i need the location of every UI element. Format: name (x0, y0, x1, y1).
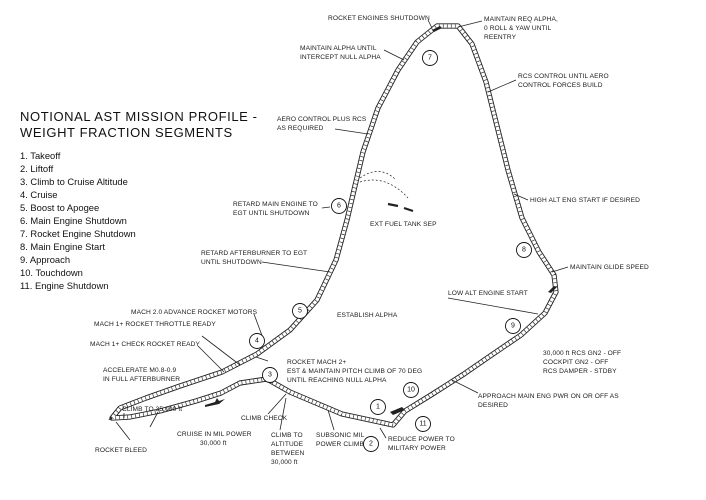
label-accelerate: ACCELERATE M0.8-0.9 (103, 367, 176, 374)
aircraft-icon (205, 26, 557, 415)
segment-item: 4. Cruise (20, 189, 58, 200)
label-climb-35000: CLIMB TO 35,000 ft (122, 406, 182, 413)
marker-4: 4 (249, 333, 265, 349)
segment-list: 1. Takeoff 2. Liftoff 3. Climb to Cruise… (20, 150, 136, 291)
label-retard-afterburner: RETARD AFTERBURNER TO EGT (201, 250, 307, 257)
label-maintain-alpha-until: MAINTAIN ALPHA UNTIL (300, 45, 377, 52)
label-aero-control: AS REQUIRED (277, 125, 324, 132)
label-accelerate: IN FULL AFTERBURNER (103, 376, 180, 383)
label-establish-alpha: ESTABLISH ALPHA (337, 312, 398, 319)
fuel-tank-separation-icon (359, 171, 414, 213)
label-rcs-gn2: 30,000 ft RCS GN2 - OFF (543, 350, 621, 357)
label-maintain-req-alpha: MAINTAIN REQ ALPHA, (484, 16, 558, 23)
label-rocket-mach2: UNTIL REACHING NULL ALPHA (287, 377, 387, 384)
label-rcs-control: CONTROL FORCES BUILD (518, 82, 603, 89)
segment-item: 6. Main Engine Shutdown (20, 215, 127, 226)
label-rcs-control: RCS CONTROL UNTIL AERO (518, 73, 609, 80)
label-climb-to-altitude: CLIMB TO (271, 432, 303, 439)
svg-text:6: 6 (337, 203, 341, 210)
segment-item: 9. Approach (20, 254, 70, 265)
label-subsonic-mil: SUBSONIC MIL (316, 432, 365, 439)
diagram-title-line2: WEIGHT FRACTION SEGMENTS (20, 125, 233, 140)
segment-item: 3. Climb to Cruise Altitude (20, 176, 128, 187)
label-rocket-engines-shutdown: ROCKET ENGINES SHUTDOWN (328, 15, 430, 22)
flight-path (108, 23, 559, 428)
label-retard-main-engine: EGT UNTIL SHUTDOWN (233, 210, 310, 217)
label-retard-afterburner: UNTIL SHUTDOWN (201, 259, 262, 266)
label-rcs-gn2: RCS DAMPER - STDBY (543, 368, 617, 375)
annotations: ROCKET ENGINES SHUTDOWN MAINTAIN REQ ALP… (90, 15, 649, 466)
marker-11: 11 (415, 416, 431, 432)
segment-item: 2. Liftoff (20, 163, 54, 174)
marker-2: 2 (363, 436, 379, 452)
marker-8: 8 (516, 242, 532, 258)
marker-10: 10 (403, 382, 419, 398)
segment-item: 8. Main Engine Start (20, 241, 105, 252)
label-mach1-throttle: MACH 1+ ROCKET THROTTLE READY (94, 321, 216, 328)
label-ext-fuel-tank-sep: EXT FUEL TANK SEP (370, 221, 437, 228)
label-climb-to-altitude: BETWEEN (271, 450, 304, 457)
svg-text:3: 3 (268, 372, 272, 379)
svg-text:5: 5 (298, 308, 302, 315)
label-rcs-gn2: COCKPIT GN2 - OFF (543, 359, 608, 366)
label-high-alt-eng-start: HIGH ALT ENG START IF DESIRED (530, 197, 640, 204)
label-climb-to-altitude: ALTITUDE (271, 441, 304, 448)
label-maintain-req-alpha: 0 ROLL & YAW UNTIL (484, 25, 552, 32)
svg-text:11: 11 (419, 421, 426, 428)
label-cruise-mil-power: 30,000 ft (200, 440, 227, 447)
marker-9: 9 (505, 318, 521, 334)
label-mach2-advance: MACH 2.0 ADVANCE ROCKET MOTORS (131, 309, 258, 316)
svg-text:10: 10 (407, 387, 415, 394)
leader-lines (115, 19, 569, 441)
marker-7: 7 (422, 50, 438, 66)
label-approach-main-eng: APPROACH MAIN ENG PWR ON OR OFF AS (478, 393, 619, 400)
segment-item: 10. Touchdown (20, 267, 83, 278)
label-maintain-req-alpha: REENTRY (484, 34, 517, 41)
label-retard-main-engine: RETARD MAIN ENGINE TO (233, 201, 318, 208)
label-maintain-alpha-until: INTERCEPT NULL ALPHA (300, 54, 381, 61)
label-climb-check: CLIMB CHECK (241, 415, 288, 422)
diagram-title-line1: NOTIONAL AST MISSION PROFILE - (20, 109, 258, 124)
marker-5: 5 (292, 303, 308, 319)
segment-item: 1. Takeoff (20, 150, 61, 161)
segment-markers: 1 2 3 4 5 6 7 8 9 10 11 (249, 50, 532, 452)
svg-text:4: 4 (255, 338, 259, 345)
label-mach1-check: MACH 1+ CHECK ROCKET READY (90, 341, 201, 348)
marker-1: 1 (370, 399, 386, 415)
label-cruise-mil-power: CRUISE IN MIL POWER (177, 431, 252, 438)
segment-item: 11. Engine Shutdown (20, 280, 108, 291)
marker-3: 3 (262, 367, 278, 383)
segment-item: 5. Boost to Apogee (20, 202, 99, 213)
label-low-alt-engine-start: LOW ALT ENGINE START (448, 290, 528, 297)
label-approach-main-eng: DESIRED (478, 402, 508, 409)
marker-6: 6 (331, 198, 347, 214)
label-maintain-glide-speed: MAINTAIN GLIDE SPEED (570, 264, 649, 271)
label-reduce-power: MILITARY POWER (388, 445, 446, 452)
label-aero-control: AERO CONTROL PLUS RCS (277, 116, 367, 123)
svg-text:8: 8 (522, 247, 526, 254)
segment-item: 7. Rocket Engine Shutdown (20, 228, 136, 239)
svg-text:2: 2 (369, 441, 373, 448)
svg-text:9: 9 (511, 323, 515, 330)
label-reduce-power: REDUCE POWER TO (388, 436, 455, 443)
label-climb-to-altitude: 30,000 ft (271, 459, 298, 466)
svg-text:1: 1 (376, 404, 380, 411)
label-rocket-mach2: ROCKET MACH 2+ (287, 359, 346, 366)
label-subsonic-mil: POWER CLIMB (316, 441, 364, 448)
svg-text:7: 7 (428, 55, 432, 62)
label-rocket-mach2: EST & MAINTAIN PITCH CLIMB OF 70 DEG (287, 368, 422, 375)
label-rocket-bleed: ROCKET BLEED (95, 447, 147, 454)
